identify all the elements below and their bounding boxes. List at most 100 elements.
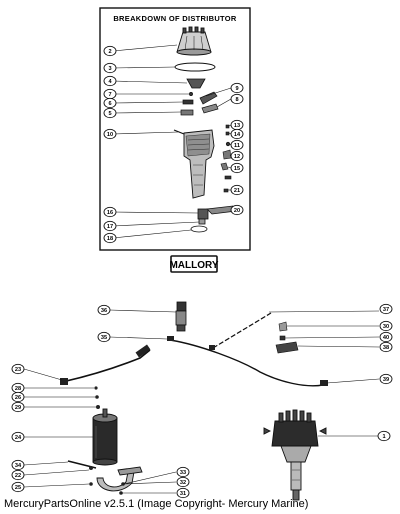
callout-38: 38 [379, 341, 393, 353]
top-right-callouts: 9 8 13 14 11 12 15 21 20 [230, 82, 244, 216]
brand-label-box: MALLORY [169, 255, 219, 273]
panel-border [99, 7, 251, 251]
cable-35-drawing [169, 339, 324, 387]
callout-label: 35 [101, 335, 107, 341]
callout-label: 32 [180, 480, 186, 486]
spark-plug-drawing [175, 301, 187, 332]
callout-34: 34 [11, 459, 25, 471]
callout-label: 22 [15, 473, 21, 479]
bottom-callouts: 36 35 37 30 40 38 23 39 28 26 24 29 22 25 33 32 31 34 1 [11, 303, 393, 499]
callout-24: 24 [11, 431, 25, 443]
callout-label: 4 [108, 79, 112, 85]
callout-2: 2 [103, 45, 117, 57]
panel-title: BREAKDOWN OF DISTRIBUTOR [113, 14, 237, 23]
callout-label: 6 [108, 101, 111, 107]
distributor-cap-drawing [176, 26, 212, 56]
callout-16: 16 [103, 206, 117, 218]
callout-4: 4 [103, 75, 117, 87]
callout-label: 34 [15, 463, 22, 469]
callout-33: 33 [176, 466, 190, 478]
callout-26: 26 [11, 391, 25, 403]
callout-label: 15 [234, 166, 240, 172]
callout-label: 12 [234, 154, 240, 160]
brand-label: MALLORY [169, 260, 218, 271]
callout-22: 22 [11, 469, 25, 481]
distributor-breakdown-panel: BREAKDOWN OF DISTRIBUTOR [99, 7, 251, 251]
callout-label: 8 [235, 97, 238, 103]
callout-32: 32 [176, 476, 190, 488]
distributor-assembly-drawing [263, 409, 327, 501]
image-caption: MercuryPartsOnline v2.5.1 (Image Copyrig… [4, 498, 309, 510]
cable-37-drawing [212, 312, 272, 349]
callout-label: 9 [235, 86, 238, 92]
callout-label: 36 [101, 308, 107, 314]
callout-label: 24 [15, 435, 22, 441]
callout-7: 7 [103, 88, 117, 100]
callout-15: 15 [230, 162, 244, 174]
clamp-gear-drawing [190, 205, 237, 233]
callout-label: 39 [383, 377, 389, 383]
callout-10: 10 [103, 128, 117, 140]
top-left-leaders [112, 44, 200, 239]
callout-14: 14 [230, 128, 244, 140]
coil-wire-end-drawing [60, 378, 68, 385]
cable-end-drawing [320, 380, 328, 386]
callout-18: 18 [103, 232, 117, 244]
callout-label: 26 [15, 395, 21, 401]
bracket-hardware-drawing [89, 466, 125, 495]
callout-label: 16 [107, 210, 113, 216]
callout-36: 36 [97, 304, 111, 316]
nut-parts-drawing [94, 386, 100, 409]
callout-8: 8 [230, 93, 244, 105]
callout-label: 1 [382, 434, 385, 440]
callout-label: 23 [15, 367, 21, 373]
callout-6: 6 [103, 97, 117, 109]
callout-9: 9 [230, 82, 244, 94]
callout-label: 38 [383, 345, 389, 351]
callout-25: 25 [11, 481, 25, 493]
callout-label: 25 [15, 485, 21, 491]
callout-label: 18 [107, 236, 113, 242]
callout-label: 28 [15, 386, 21, 392]
callout-29: 29 [11, 401, 25, 413]
callout-label: 31 [180, 491, 186, 497]
callout-1: 1 [377, 430, 391, 442]
callout-label: 21 [234, 188, 240, 194]
callout-label: 7 [108, 92, 111, 98]
callout-label: 17 [107, 224, 113, 230]
body-hardware-drawing [220, 124, 232, 193]
callout-30: 30 [379, 320, 393, 332]
callout-13: 13 [230, 119, 244, 131]
coil-wire-drawing [61, 349, 151, 383]
callout-21: 21 [230, 184, 244, 196]
callout-label: 3 [108, 66, 111, 72]
callout-label: 29 [15, 405, 21, 411]
callout-label: 37 [383, 307, 389, 313]
callout-35: 35 [97, 331, 111, 343]
callout-label: 14 [234, 132, 241, 138]
distributor-body-drawing [173, 129, 215, 199]
callout-label: 20 [234, 208, 240, 214]
cable-37-end-drawing [209, 345, 215, 350]
callout-37: 37 [379, 303, 393, 315]
callout-23: 23 [11, 363, 25, 375]
callout-label: 11 [234, 143, 240, 149]
bottom-leaders [23, 309, 380, 494]
callout-label: 33 [180, 470, 186, 476]
callout-3: 3 [103, 62, 117, 74]
callout-31: 31 [176, 487, 190, 499]
callout-39: 39 [379, 373, 393, 385]
callout-label: 40 [383, 335, 389, 341]
cable-boot-drawing [167, 336, 174, 341]
callout-20: 20 [230, 204, 244, 216]
callout-12: 12 [230, 150, 244, 162]
callout-label: 13 [234, 123, 240, 129]
callout-label: 10 [107, 132, 113, 138]
callout-40: 40 [379, 331, 393, 343]
callout-17: 17 [103, 220, 117, 232]
ignition-parts-section: 36 35 37 30 40 38 23 39 28 26 24 29 22 25 33 32 31 34 1 [11, 301, 393, 501]
callout-label: 30 [383, 324, 389, 330]
terminal-parts-drawing [275, 321, 299, 354]
callout-label: 2 [108, 49, 111, 55]
